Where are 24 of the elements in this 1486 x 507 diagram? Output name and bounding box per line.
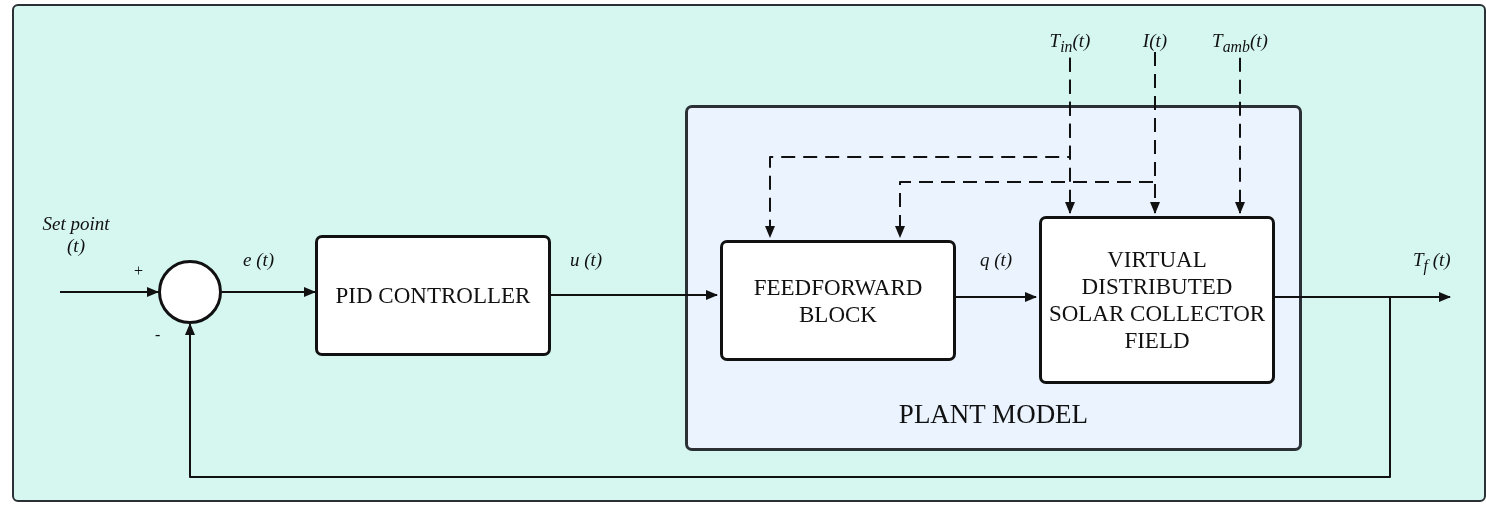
panel-title: PLANT MODEL <box>897 399 1090 430</box>
input-signal-label: I(t) <box>1142 30 1168 52</box>
block-label: FEEDFORWARD BLOCK <box>752 273 924 328</box>
dashed-arrow <box>1235 56 1245 214</box>
signal-label: q (t) <box>980 249 1013 271</box>
signal-label: u (t) <box>570 249 603 271</box>
signal-label: e (t) <box>243 249 275 271</box>
arrow <box>185 296 1391 478</box>
block-box <box>720 240 956 361</box>
sign-label: + <box>134 262 144 280</box>
arrow <box>221 287 316 297</box>
input-signal-label: T$_{amb}$(t) <box>1212 30 1268 58</box>
sign-label: - <box>155 326 161 344</box>
arrow <box>550 290 718 300</box>
block-label: VIRTUAL DISTRIBUTED SOLAR COLLECTOR FIELD <box>1047 246 1267 354</box>
signal-label: T$_{f}$ (t) <box>1413 249 1451 277</box>
arrow <box>59 287 159 297</box>
plant-model-panel <box>685 105 1302 451</box>
input-signal-label: T$_{in}$(t) <box>1049 30 1091 58</box>
signal-label: Set point (t) <box>41 213 111 257</box>
block-box <box>315 235 551 356</box>
block-box <box>1039 216 1275 384</box>
block-label: PID CONTROLLER <box>335 282 531 309</box>
dashed-arrow <box>765 56 1071 238</box>
